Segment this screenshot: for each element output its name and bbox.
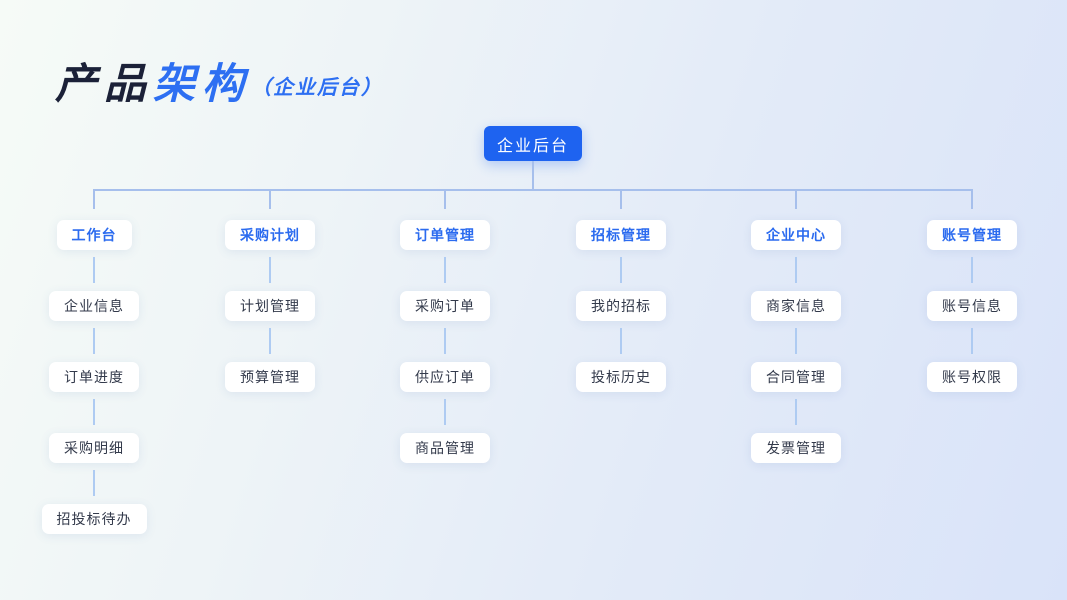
tree-column-account-management: 账号管理 账号信息 账号权限 (902, 220, 1042, 392)
column-connector-line (620, 328, 622, 354)
column-connector-line (269, 328, 271, 354)
connector-drop (444, 190, 446, 209)
column-connector-line (93, 328, 95, 354)
item-node: 账号权限 (927, 362, 1017, 392)
item-node: 我的招标 (576, 291, 666, 321)
tree-column-order-management: 订单管理 采购订单 供应订单 商品管理 (375, 220, 515, 463)
column-connector-line (971, 328, 973, 354)
connector-drop (93, 190, 95, 209)
category-node: 订单管理 (400, 220, 490, 250)
column-connector-line (93, 399, 95, 425)
column-connector-line (795, 328, 797, 354)
item-node: 商品管理 (400, 433, 490, 463)
category-node: 采购计划 (225, 220, 315, 250)
item-node: 合同管理 (751, 362, 841, 392)
item-node: 计划管理 (225, 291, 315, 321)
title-subtitle: （企业后台） (251, 77, 384, 99)
item-node: 预算管理 (225, 362, 315, 392)
item-node: 投标历史 (576, 362, 666, 392)
root-connector-stem (532, 161, 534, 190)
tree-column-bidding-management: 招标管理 我的招标 投标历史 (551, 220, 691, 392)
item-node: 企业信息 (49, 291, 139, 321)
connector-drop (971, 190, 973, 209)
column-connector-line (444, 328, 446, 354)
item-node: 商家信息 (751, 291, 841, 321)
column-connector-line (620, 257, 622, 283)
item-node: 招投标待办 (41, 504, 147, 534)
column-connector-line (444, 257, 446, 283)
category-node: 招标管理 (576, 220, 666, 250)
item-node: 发票管理 (751, 433, 841, 463)
item-node: 订单进度 (49, 362, 139, 392)
column-connector-line (93, 257, 95, 283)
column-connector-line (795, 257, 797, 283)
category-node: 企业中心 (751, 220, 841, 250)
column-connector-line (795, 399, 797, 425)
item-node: 采购订单 (400, 291, 490, 321)
connector-drop (269, 190, 271, 209)
connector-drop (620, 190, 622, 209)
column-connector-line (444, 399, 446, 425)
connector-drop (795, 190, 797, 209)
root-node: 企业后台 (484, 126, 582, 161)
category-node: 账号管理 (927, 220, 1017, 250)
column-connector-line (971, 257, 973, 283)
item-node: 账号信息 (927, 291, 1017, 321)
column-connector-line (93, 470, 95, 496)
title-text-accent: 架构 (153, 60, 252, 107)
column-connector-line (269, 257, 271, 283)
page-title: 产品架构（企业后台） (55, 50, 383, 111)
item-node: 采购明细 (49, 433, 139, 463)
connector-bus (93, 189, 973, 191)
tree-column-workbench: 工作台 企业信息 订单进度 采购明细 招投标待办 (24, 220, 164, 534)
item-node: 供应订单 (400, 362, 490, 392)
tree-column-enterprise-center: 企业中心 商家信息 合同管理 发票管理 (726, 220, 866, 463)
tree-column-procurement-plan: 采购计划 计划管理 预算管理 (200, 220, 340, 392)
category-node: 工作台 (56, 220, 132, 250)
title-text-primary: 产品 (55, 60, 154, 107)
